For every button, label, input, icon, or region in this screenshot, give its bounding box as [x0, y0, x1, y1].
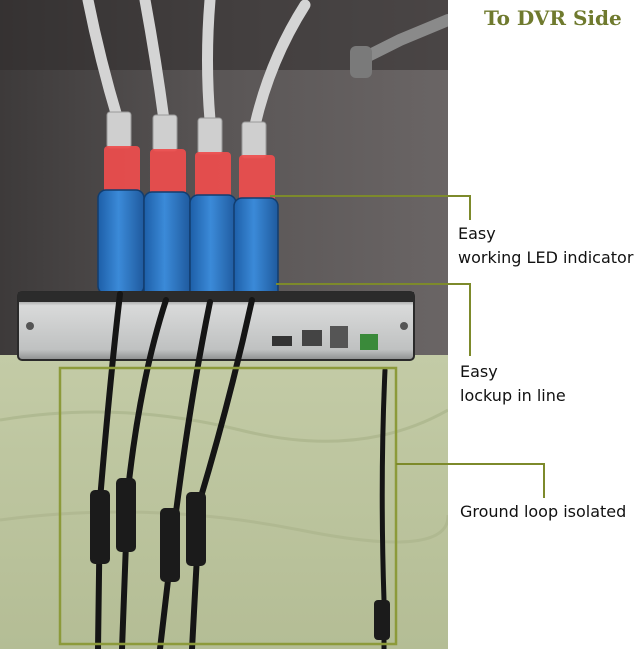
blue-connector-4 — [233, 197, 279, 303]
blue-connector-1 — [97, 189, 145, 295]
ethernet-cable-3 — [202, 0, 216, 126]
dvr-hdmi-port — [272, 336, 292, 346]
ethernet-cable-4 — [249, 0, 311, 131]
cable-boot-4 — [241, 121, 267, 159]
blue-connector-2 — [143, 191, 191, 299]
caption-lock-line2: lockup in line — [460, 386, 566, 405]
rj45-plug-1 — [104, 146, 140, 194]
blue-connector-3 — [189, 194, 237, 302]
power-cable — [379, 367, 388, 649]
bnc-plug-2 — [116, 478, 136, 552]
caption-led-line1: Easy — [458, 224, 496, 243]
bnc-plug-4 — [186, 492, 206, 566]
caption-ground-loop: Ground loop isolated — [460, 502, 627, 521]
ethernet-cable-1 — [82, 0, 124, 126]
bnc-cable-3 — [157, 299, 213, 649]
dvr-unit — [17, 291, 415, 361]
bnc-cable-4 — [189, 297, 255, 649]
product-photo — [0, 0, 448, 649]
cable-boot-3 — [197, 117, 223, 155]
caption-lockup: Easy lockup in line — [460, 360, 566, 408]
page-title: To DVR Side — [484, 6, 622, 30]
bnc-plug-3 — [160, 508, 180, 582]
rj45-plug-2 — [150, 149, 186, 197]
rj45-plug-4 — [239, 155, 275, 203]
cabinet-top-shadow — [0, 0, 448, 70]
cable-boot-2 — [152, 114, 178, 152]
dvr-usb-ports — [330, 326, 348, 348]
bnc-cable-2 — [119, 297, 169, 649]
caption-lock-line1: Easy — [460, 362, 498, 381]
highlight-box — [58, 366, 398, 646]
rj45-plug-3 — [195, 152, 231, 200]
wall-hook — [354, 14, 448, 66]
bnc-plug-1 — [90, 490, 110, 564]
dvr-power-terminal — [360, 334, 378, 350]
cable-boot-1 — [106, 111, 132, 149]
photo-illustration — [0, 0, 448, 649]
bnc-cable-1 — [95, 291, 123, 649]
ethernet-cable-2 — [139, 0, 170, 126]
caption-led-indicator: Easy working LED indicator — [458, 222, 633, 270]
dvr-lan-port — [302, 330, 322, 346]
caption-led-line2: working LED indicator — [458, 248, 634, 267]
